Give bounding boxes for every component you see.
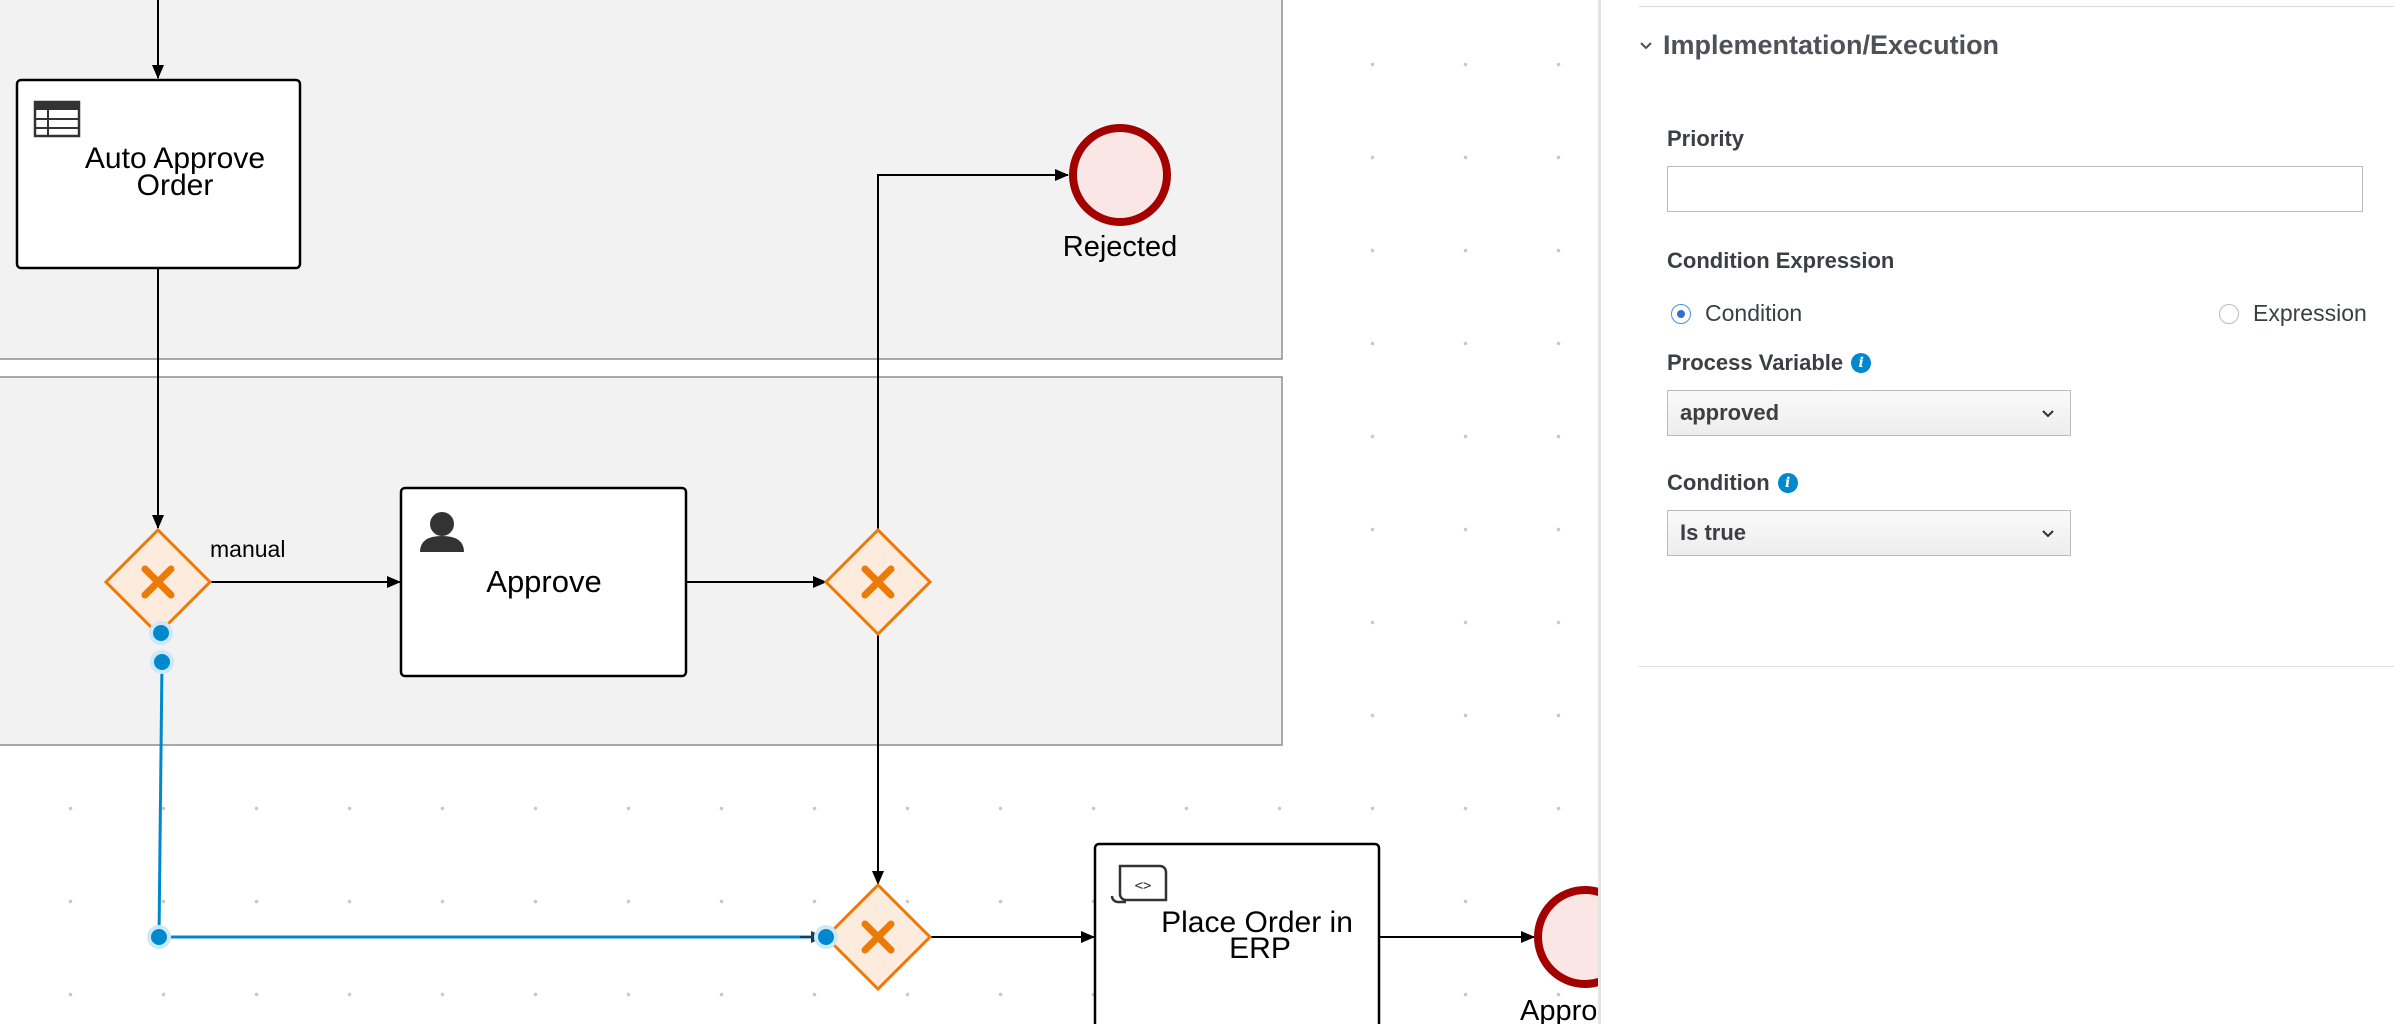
priority-input[interactable] <box>1667 166 2363 212</box>
radio-condition[interactable]: Condition <box>1671 300 1802 327</box>
task-place-order-in-erp[interactable]: <> Place Order in ERP <box>1093 842 1381 1024</box>
task-label-approve: Approve <box>486 564 601 599</box>
condition-label: Condition i <box>1667 470 1798 496</box>
task-label-place-order-line1: Place Order in <box>1161 906 1353 939</box>
radio-expression-button[interactable] <box>2219 303 2239 324</box>
divider-line <box>1639 666 2394 667</box>
script-icon: <> <box>1110 864 1168 904</box>
condition-expression-label-text: Condition Expression <box>1667 248 1895 273</box>
chevron-down-icon <box>2042 410 2054 418</box>
edge-to-rejected[interactable] <box>877 169 1069 530</box>
user-icon <box>420 512 464 552</box>
radio-expression-label: Expression <box>2253 300 2367 326</box>
process-variable-label: Process Variable i <box>1667 350 1872 376</box>
exclusive-gateway-merge[interactable] <box>823 882 933 992</box>
divider-line <box>1639 6 2394 7</box>
exclusive-gateway-approval[interactable] <box>823 527 933 637</box>
end-event-approved[interactable]: Appro <box>1520 886 1600 1024</box>
chevron-down-icon <box>1640 41 1652 49</box>
process-variable-select[interactable]: approved <box>1667 390 2071 436</box>
svg-text:<>: <> <box>1135 878 1152 894</box>
process-diagram: Auto Approve Order Approve <> Place Orde… <box>0 0 1600 1024</box>
process-variable-value: approved <box>1680 400 1780 425</box>
chevron-down-icon <box>2042 530 2054 538</box>
radio-condition-button[interactable] <box>1671 303 1691 324</box>
end-event-label-approved: Appro <box>1520 995 1597 1024</box>
gateway-x-icon <box>141 565 175 599</box>
panel-divider[interactable] <box>1598 0 1601 1024</box>
condition-select[interactable]: Is true <box>1667 510 2071 556</box>
section-header-implementation[interactable]: Implementation/Execution <box>1639 30 1999 61</box>
priority-label-text: Priority <box>1667 126 1745 151</box>
info-icon[interactable]: i <box>1777 473 1798 493</box>
condition-expression-label: Condition Expression <box>1667 248 1894 274</box>
condition-value: Is true <box>1680 520 1747 545</box>
diagram-canvas[interactable]: Auto Approve Order Approve <> Place Orde… <box>0 0 1600 1024</box>
info-icon[interactable]: i <box>1851 353 1872 373</box>
end-event-rejected[interactable]: Rejected <box>1063 124 1177 263</box>
properties-panel: Implementation/Execution Priority Condit… <box>1601 0 2394 1024</box>
selection-handles[interactable] <box>147 621 838 949</box>
radio-expression[interactable]: Expression <box>2219 300 2367 327</box>
process-variable-label-text: Process Variable <box>1667 350 1844 375</box>
radio-condition-label: Condition <box>1705 300 1803 326</box>
task-label-auto-approve-line2: Order <box>137 169 214 202</box>
task-label-place-order-line2: ERP <box>1229 932 1291 965</box>
section-title: Implementation/Execution <box>1663 30 2000 60</box>
end-event-label-rejected: Rejected <box>1063 231 1177 263</box>
gateway-x-icon <box>861 565 895 599</box>
condition-label-text: Condition <box>1667 470 1770 495</box>
gateway-x-icon <box>861 920 895 954</box>
task-approve[interactable]: Approve <box>399 486 688 678</box>
task-auto-approve-order[interactable]: Auto Approve Order <box>15 78 302 270</box>
business-rule-icon <box>33 100 81 138</box>
exclusive-gateway-split[interactable] <box>103 527 213 637</box>
priority-label: Priority <box>1667 126 1744 152</box>
edge-label-manual: manual <box>210 536 285 562</box>
task-label-auto-approve-line1: Auto Approve <box>85 142 265 175</box>
